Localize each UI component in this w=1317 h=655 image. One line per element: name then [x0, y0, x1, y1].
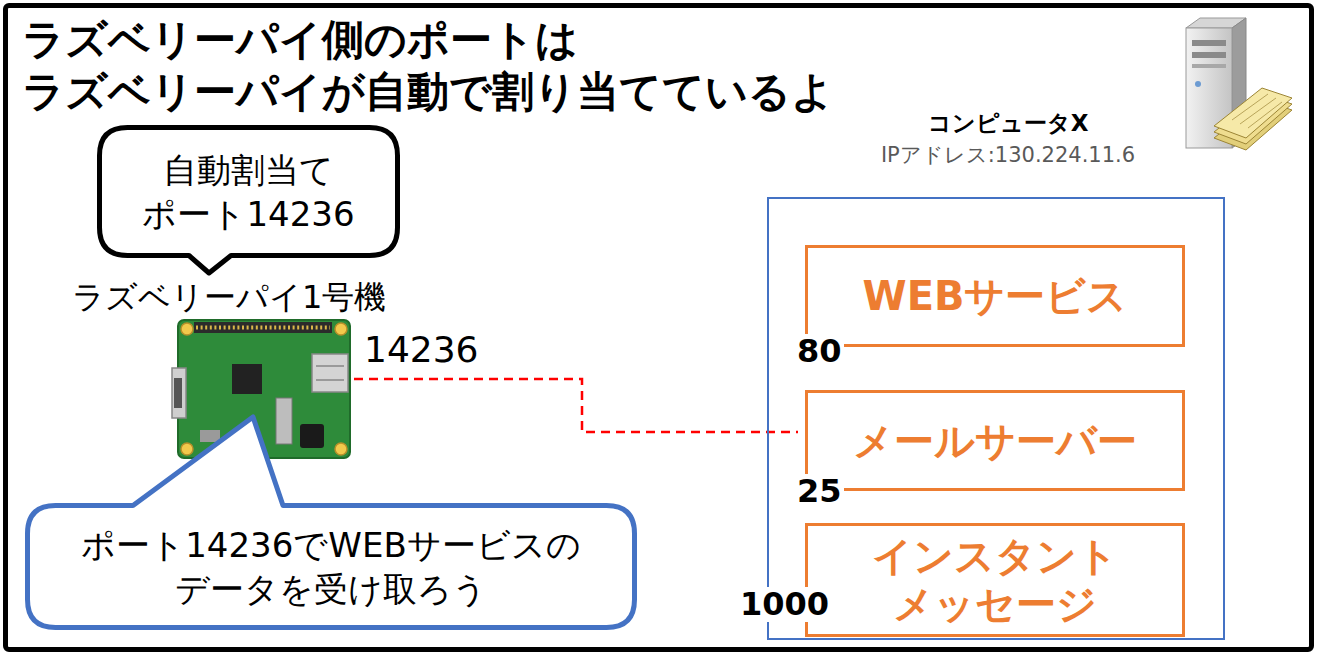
service-box: メールサーバー	[805, 390, 1185, 491]
port-number: 25	[795, 474, 844, 509]
bubble-border	[100, 128, 398, 274]
text-area: 自動割当て ポート14236	[97, 125, 400, 258]
port-number: 14236	[364, 330, 479, 370]
node-text: 自動割当て ポート14236	[113, 148, 384, 236]
dashed-wire	[354, 379, 798, 432]
bubble-outline	[97, 125, 400, 258]
computer-name: コンピュータX	[779, 107, 1237, 139]
node-text: WEBサービス	[863, 272, 1128, 320]
port-number: 1000	[738, 587, 831, 622]
computer-heading: コンピュータXIPアドレス:130.224.11.6	[779, 107, 1237, 171]
bubble-outline	[25, 503, 637, 630]
node-text: インスタント メッセージ	[815, 532, 1175, 628]
computer-frame: コンピュータXIPアドレス:130.224.11.6WEBサービスメールサーバー…	[767, 197, 1225, 640]
ip-address: IPアドレス:130.224.11.6	[779, 139, 1237, 171]
title-text: ラズベリーパイ側のポートは ラズベリーパイが自動で割り当てているよ	[22, 14, 902, 118]
text-area: WEBサービス	[805, 245, 1185, 347]
server-icon	[1186, 18, 1292, 150]
text-area: メールサーバー	[805, 390, 1185, 491]
port-number: 80	[795, 334, 844, 369]
text-area: インスタント メッセージ	[805, 523, 1185, 637]
node-text: メールサーバー	[853, 417, 1137, 465]
device-name: ラズベリーパイ1号機	[72, 280, 386, 315]
callout-bubble: ポート14236でWEBサービスの データを受け取ろう	[25, 503, 637, 630]
node-text: ポート14236でWEBサービスの データを受け取ろう	[41, 523, 621, 611]
service-box: インスタント メッセージ	[805, 523, 1185, 637]
text-area: ポート14236でWEBサービスの データを受け取ろう	[25, 503, 637, 630]
bubble-border	[28, 417, 635, 628]
speech-bubble: 自動割当て ポート14236	[97, 125, 400, 258]
service-box: WEBサービス	[805, 245, 1185, 347]
